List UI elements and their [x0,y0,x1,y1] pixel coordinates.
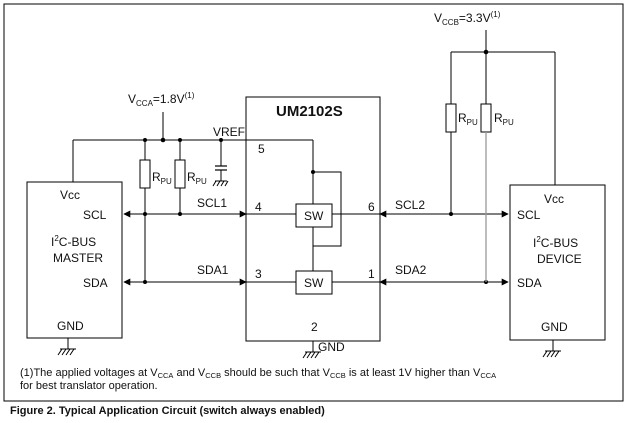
master-title: I2C-BUS [51,234,96,249]
master-gnd-label: GND [57,319,84,333]
pin-1-label: 1 [368,267,375,281]
device-sda-label: SDA [517,276,542,290]
master-scl-label: SCL [83,208,107,222]
pullup-resistor-scl1 [174,159,186,189]
pin-6-label: 6 [368,200,375,214]
scl1-label: SCL1 [197,196,227,210]
device-scl-label: SCL [517,208,541,222]
pin-5-label: 5 [258,142,265,156]
master-subtitle: MASTER [53,251,103,265]
chip-ground-icon [302,351,321,359]
switch-scl [295,203,333,228]
device-box [509,184,606,341]
figure-caption: Figure 2. Typical Application Circuit (s… [10,405,325,417]
master-ground-icon [57,348,76,356]
device-vcc-label: Vcc [544,192,564,206]
chip-name: UM2102S [276,103,343,120]
pin-4-label: 4 [255,200,262,214]
master-vcc-label: Vcc [60,188,80,202]
switch-scl-label: SW [304,209,324,223]
rpu-label-1: RPU [152,170,172,186]
scl2-label: SCL2 [395,198,425,212]
pullup-resistor-scl2 [445,103,457,133]
pin-3-label: 3 [255,267,262,281]
device-subtitle: DEVICE [537,252,582,266]
footnote-line-2: for best translator operation. [20,380,158,392]
rpu-label-2: RPU [187,170,207,186]
pullup-resistor-sda2 [480,103,492,133]
sda2-label: SDA2 [395,263,427,277]
pullup-resistor-sda1 [139,159,151,189]
rpu-label-3: RPU [458,111,478,127]
cap-ground-icon [212,180,229,187]
device-gnd-label: GND [541,320,568,334]
rpu-label-4: RPU [494,111,514,127]
vcca-junction [160,137,166,143]
device-ground-icon [542,350,561,358]
chip-gnd-label: GND [318,340,345,354]
sda1-label: SDA1 [197,263,229,277]
vccb-label: VCCB=3.3V(1) [434,10,501,27]
switch-enable-wire [312,171,342,271]
pin-2-label: 2 [311,320,318,334]
vref-label: VREF [213,125,245,139]
switch-sda-label: SW [304,276,324,290]
device-title: I2C-BUS [533,235,578,250]
footnote-line-1: (1)The applied voltages at VCCA and VCCB… [20,367,496,380]
vcca-label: VCCA=1.8V(1) [128,91,195,108]
master-box [26,181,123,339]
master-sda-label: SDA [83,276,108,290]
